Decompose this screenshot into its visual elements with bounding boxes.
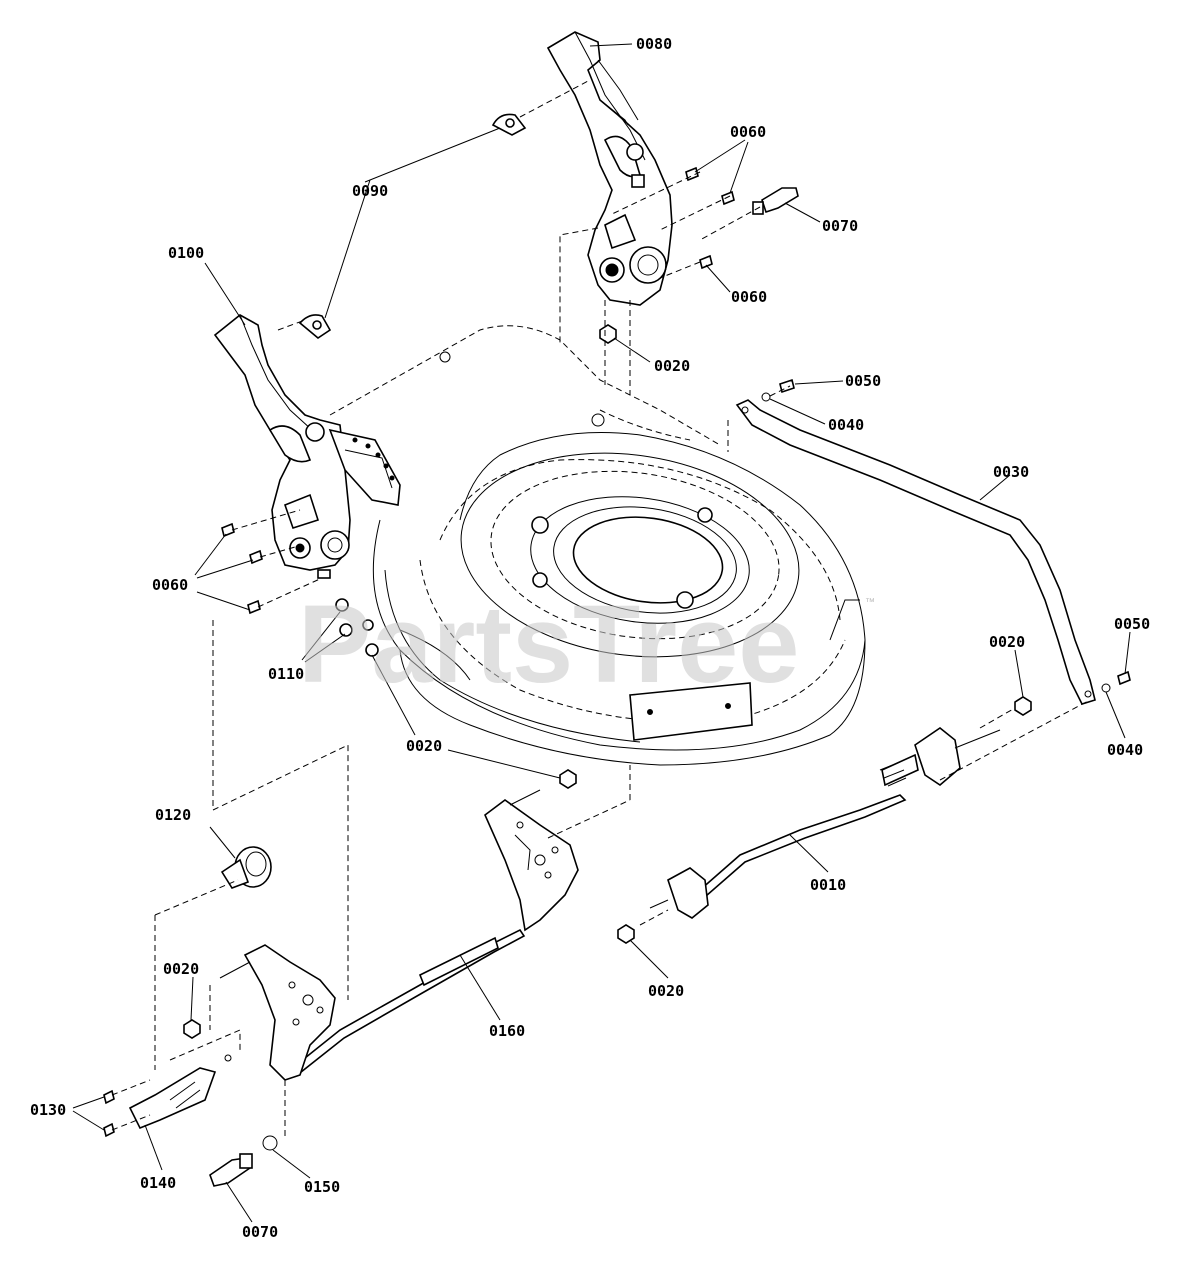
- part-label-0040-top: 0040: [828, 416, 864, 434]
- part-label-0100: 0100: [168, 244, 204, 262]
- part-label-0110: 0110: [268, 665, 304, 683]
- knob-0120: [220, 846, 272, 889]
- part-label-0060-mid: 0060: [731, 288, 767, 306]
- part-label-0050-top: 0050: [845, 372, 881, 390]
- part-label-0020-bottom-left: 0020: [163, 960, 199, 978]
- part-label-0080: 0080: [636, 35, 672, 53]
- part-label-0070-top: 0070: [822, 217, 858, 235]
- bracket-0140: [128, 1054, 232, 1130]
- part-label-0150: 0150: [304, 1178, 340, 1196]
- leader-lines: [72, 43, 1131, 1223]
- part-label-0140: 0140: [140, 1174, 176, 1192]
- part-label-0020-left: 0020: [406, 737, 442, 755]
- height-adjuster-rear-right: [546, 31, 673, 306]
- part-label-0020-top: 0020: [654, 357, 690, 375]
- rod-0030: [735, 399, 1096, 705]
- part-label-0060-left: 0060: [152, 576, 188, 594]
- part-label-0090: 0090: [352, 182, 388, 200]
- part-label-0010: 0010: [810, 876, 846, 894]
- part-label-0040-right: 0040: [1107, 741, 1143, 759]
- part-label-0070-bottom: 0070: [242, 1223, 278, 1241]
- part-label-0160: 0160: [489, 1022, 525, 1040]
- watermark: PartsTree ™: [298, 583, 875, 706]
- mower-deck: [329, 325, 866, 766]
- axle-0160: [219, 789, 579, 1081]
- height-adjuster-front-left: [213, 314, 401, 579]
- part-label-0050-right: 0050: [1114, 615, 1150, 633]
- part-label-0130: 0130: [30, 1101, 66, 1119]
- axle-0010: [649, 727, 1001, 919]
- watermark-text: PartsTree: [298, 583, 799, 706]
- part-label-0120: 0120: [155, 806, 191, 824]
- part-label-0060-top: 0060: [730, 123, 766, 141]
- assembly-lines: [111, 79, 1091, 1140]
- watermark-trademark: ™: [865, 597, 875, 608]
- part-labels: 0080 0090 0060 0070 0060 0100 0020 0050 …: [30, 35, 1150, 1241]
- hardware: [103, 113, 1131, 1187]
- part-label-0020-bottom-mid: 0020: [648, 982, 684, 1000]
- part-label-0030: 0030: [993, 463, 1029, 481]
- part-label-0020-right: 0020: [989, 633, 1025, 651]
